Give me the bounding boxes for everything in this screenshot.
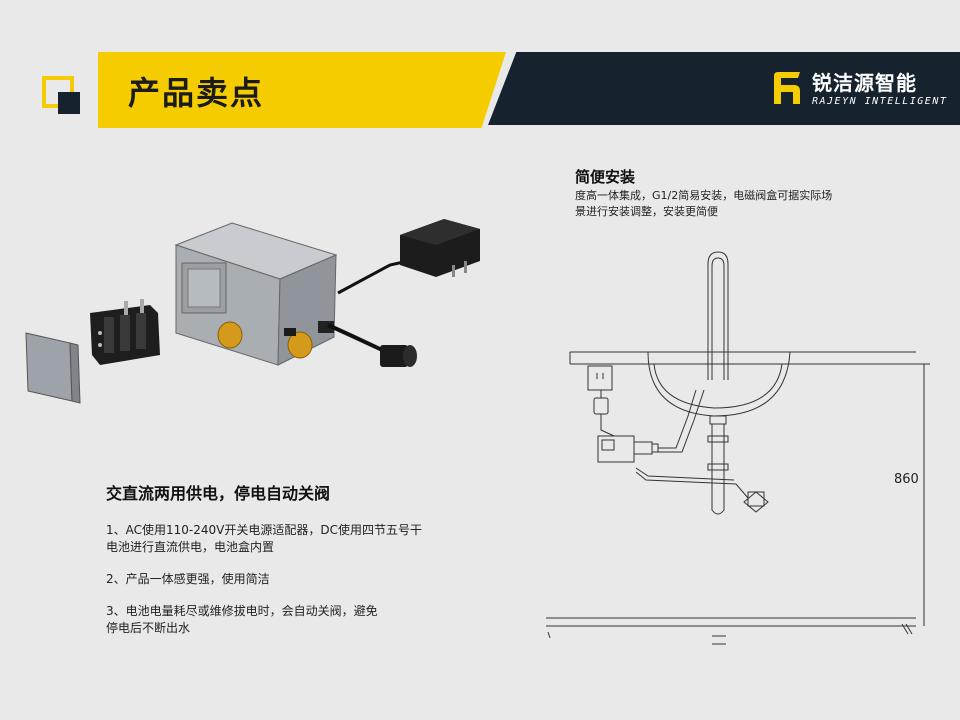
- brand-logo-icon: [774, 72, 800, 104]
- power-item1-line2: 电池进行直流供电，电池盒内置: [106, 540, 275, 554]
- solenoid-box: [174, 222, 338, 366]
- battery-holder: [90, 299, 160, 365]
- install-desc-line2: 景进行安装调整，安装更简便: [575, 205, 718, 218]
- sink-installation-diagram: [546, 251, 930, 645]
- decor-square-fill: [58, 92, 80, 114]
- power-title: 交直流两用供电，停电自动关阀: [106, 484, 331, 503]
- product-exploded-image: [25, 219, 480, 404]
- install-desc-line1: 度高一体集成，G1/2简易安装，电磁阀盒可据实际场: [575, 189, 833, 202]
- cover-plate: [25, 332, 81, 404]
- brand-name-en: RAJEYN INTELLIGENT: [812, 96, 948, 107]
- header-yellow-banner: [98, 52, 506, 128]
- power-adapter: [400, 219, 480, 277]
- brand-name-cn: 锐洁源智能: [812, 71, 917, 95]
- power-item3-line2: 停电后不断出水: [106, 621, 191, 635]
- dimension-label: 860: [894, 472, 919, 487]
- page-title: 产品卖点: [128, 74, 265, 112]
- header-dark-banner: [488, 52, 960, 125]
- power-item1-line1: 1、AC使用110-240V开关电源适配器，DC使用四节五号干: [106, 523, 422, 537]
- cable-connector: [380, 345, 417, 367]
- power-item2: 2、产品一体感更强，使用简洁: [106, 572, 270, 586]
- power-item3-line1: 3、电池电量耗尽或维修拔电时，会自动关阀，避免: [106, 604, 378, 618]
- install-title: 简便安装: [575, 168, 636, 186]
